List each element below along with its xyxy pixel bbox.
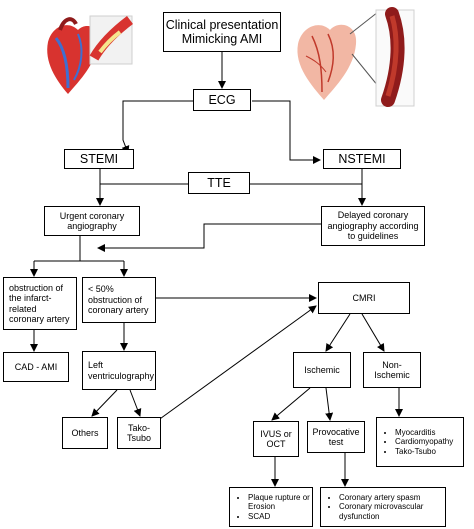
ivus-findings-list: Plaque rupture or Erosion SCAD [230,493,312,522]
node-left-ventriculography: Left ventriculography [82,351,156,390]
node-tte: TTE [188,172,250,194]
node-nonischemic-label: Non- Ischemic [374,359,410,380]
arrow-cmri-nonischemic [361,313,385,352]
node-lt50-obstruction: < 50% obstruction of coronary artery [82,277,156,323]
node-ecg: ECG [193,89,251,111]
finding-item: Coronary artery spasm [339,493,445,503]
node-lt50-label: < 50% obstruction of coronary artery [88,284,149,316]
node-delayed-label: Delayed coronary angiography according t… [327,210,419,242]
heart-plaque-illustration [47,15,134,94]
node-obstruction: obstruction of the infarct- related coro… [3,277,77,330]
node-cmri-label: CMRI [352,292,376,303]
nonischemic-causes-list: Myocarditis Cardiomyopathy Tako-Tsubo [377,428,453,457]
node-provocative-label: Provocative test [312,426,360,447]
arrow-ecg-nstemi [252,100,321,164]
node-delayed-angiography: Delayed coronary angiography according t… [321,206,425,246]
node-nonischemic-causes: Myocarditis Cardiomyopathy Tako-Tsubo [376,417,464,467]
node-nstemi-label: NSTEMI [338,151,386,166]
heart-artery-illustration [297,7,415,107]
node-ischemic-label: Ischemic [304,364,340,375]
node-cmri: CMRI [318,282,410,314]
node-cad-ami: CAD - AMI [3,352,69,382]
cause-item: Myocarditis [395,428,453,438]
node-tako-label: Tako- Tsubo [126,422,152,443]
arrow-ischemic-ivus [271,387,311,421]
node-ivus-label: IVUS or OCT [260,428,292,449]
finding-item: Coronary microvascular dysfunction [339,502,445,521]
node-provocative-findings: Coronary artery spasm Coronary microvasc… [320,487,446,527]
node-stemi-label: STEMI [79,151,119,166]
node-tako-tsubo: Tako- Tsubo [117,417,161,449]
node-nstemi: NSTEMI [323,149,401,169]
arrow-ecg-stemi [121,100,193,154]
arrow-ischemic-provocative [325,387,334,421]
node-ischemic: Ischemic [293,352,351,388]
node-clinical-label: Clinical presentation Mimicking AMI [165,17,279,46]
node-non-ischemic: Non- Ischemic [363,352,421,388]
arrow-leftvent-others [91,389,118,417]
arrow-leftvent-tako [129,389,142,417]
node-ivus-findings: Plaque rupture or Erosion SCAD [229,487,313,527]
node-cad-label: CAD - AMI [14,361,58,372]
node-ivus-oct: IVUS or OCT [253,421,299,457]
node-provocative-test: Provocative test [307,421,365,453]
node-leftvent-label: Left ventriculography [88,360,155,381]
node-urgent-label: Urgent coronary angiography [59,210,125,231]
node-stemi: STEMI [64,149,134,169]
arrow-delayed-merge [97,223,321,252]
finding-item: SCAD [248,512,312,522]
node-others: Others [62,417,108,449]
cause-item: Cardiomyopathy [395,437,453,447]
arrow-tako-cmri [156,305,317,422]
node-clinical-presentation: Clinical presentation Mimicking AMI [163,12,281,52]
finding-item: Plaque rupture or Erosion [248,493,312,512]
cause-item: Tako-Tsubo [395,447,453,457]
arrow-cmri-ischemic [325,313,351,352]
node-others-label: Others [71,427,99,438]
provocative-findings-list: Coronary artery spasm Coronary microvasc… [321,493,445,522]
node-tte-label: TTE [207,175,231,190]
node-ecg-label: ECG [208,92,236,107]
node-urgent-angiography: Urgent coronary angiography [44,206,140,236]
node-obstruction-label: obstruction of the infarct- related coro… [9,282,70,324]
